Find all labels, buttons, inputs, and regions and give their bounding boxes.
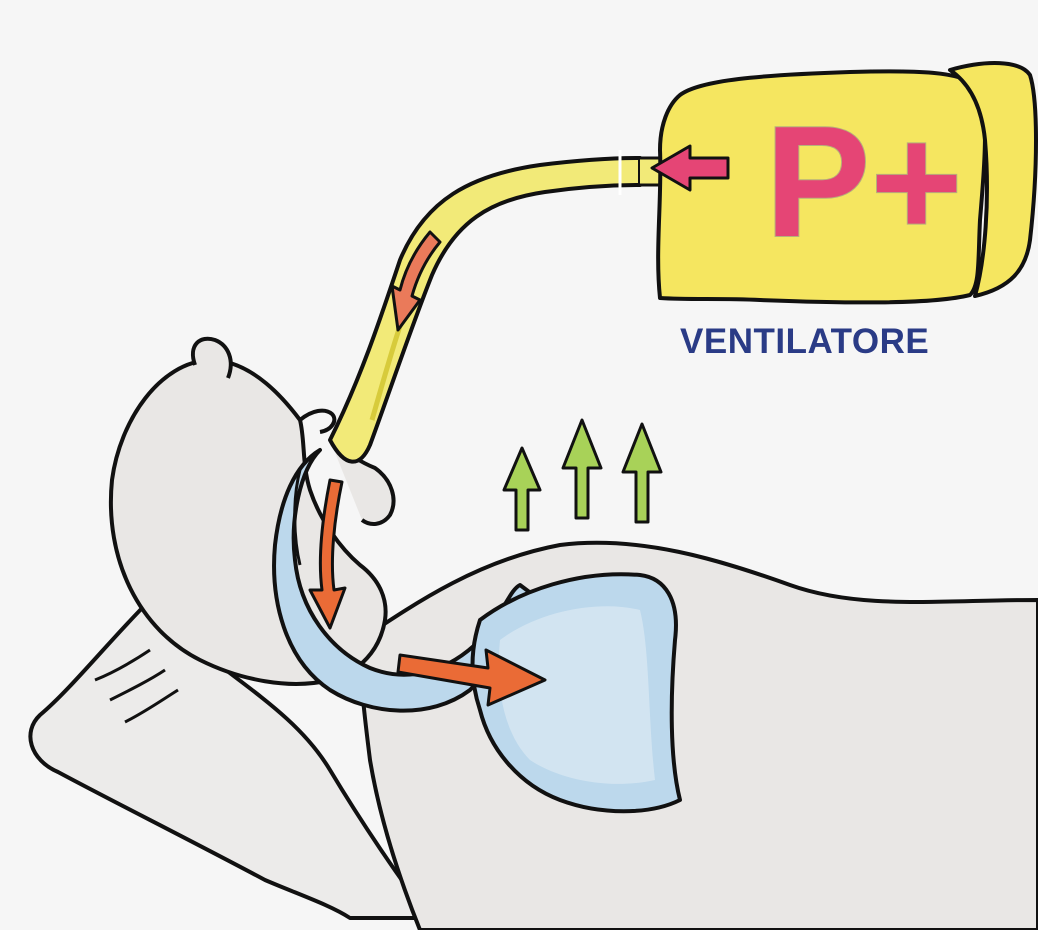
pressure-symbol: P+ — [765, 94, 963, 270]
ventilator-box: P+ — [658, 63, 1036, 302]
torso — [360, 543, 1038, 930]
ventilator-caption: VENTILATORE — [680, 322, 970, 362]
